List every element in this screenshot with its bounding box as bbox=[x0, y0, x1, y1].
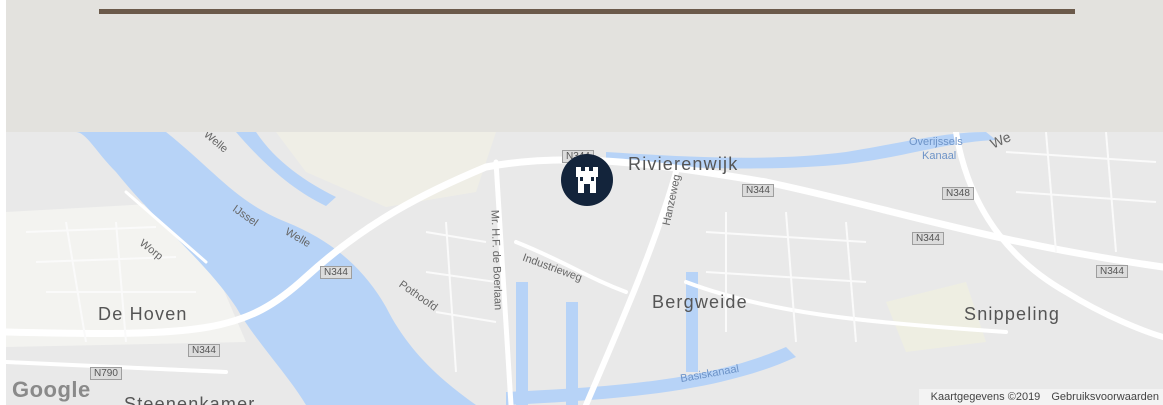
water-kanaal: Kanaal bbox=[922, 150, 957, 162]
terms-link[interactable]: Gebruiksvoorwaarden bbox=[1051, 391, 1159, 403]
harbour-3 bbox=[686, 272, 698, 372]
place-snippeling: Snippeling bbox=[964, 304, 1061, 324]
header-panel bbox=[6, 0, 1163, 132]
road-shield-n348: N348 bbox=[942, 187, 974, 200]
road-shield-n790: N790 bbox=[90, 367, 122, 380]
overijssels-kanaal bbox=[606, 132, 996, 169]
welle-channel bbox=[236, 132, 336, 206]
place-de-hoven: De Hoven bbox=[98, 304, 188, 324]
road-shield-n344: N344 bbox=[912, 232, 944, 245]
harbour-1 bbox=[516, 282, 528, 405]
road-shield-n344: N344 bbox=[1096, 265, 1128, 278]
map-canvas[interactable]: Rivierenwijk De Hoven Bergweide Snippeli… bbox=[6, 132, 1163, 405]
harbour-2 bbox=[566, 302, 578, 405]
place-bergweide: Bergweide bbox=[652, 292, 748, 312]
industrieweg-road bbox=[514, 240, 628, 294]
location-marker[interactable] bbox=[561, 154, 613, 206]
map-data-label: Kaartgegevens ©2019 bbox=[930, 391, 1041, 403]
place-steenenkamer: Steenenkamer bbox=[124, 394, 256, 405]
hanzeweg-road bbox=[583, 169, 679, 405]
worp-road bbox=[124, 190, 208, 264]
header-bar bbox=[99, 9, 1075, 14]
boerlaan-road bbox=[493, 159, 514, 405]
water-overijssels: Overijssels bbox=[909, 136, 963, 148]
local-road-1 bbox=[684, 280, 1008, 334]
basiskanaal bbox=[506, 347, 796, 405]
road-shield-n344: N344 bbox=[188, 344, 220, 357]
castle-icon bbox=[576, 167, 598, 193]
google-logo[interactable]: Google bbox=[12, 377, 91, 402]
park-area bbox=[886, 282, 986, 352]
road-shield-n344: N344 bbox=[742, 184, 774, 197]
place-rivierenwijk: Rivierenwijk bbox=[628, 154, 739, 174]
ijssel-river bbox=[76, 132, 476, 405]
road-shield-n344: N344 bbox=[320, 266, 352, 279]
n348-road bbox=[953, 132, 1163, 340]
map-frame: Rivierenwijk De Hoven Bergweide Snippeli… bbox=[6, 0, 1163, 405]
n344-road bbox=[6, 156, 1163, 337]
map-attribution: Kaartgegevens ©2019 Gebruiksvoorwaarden bbox=[918, 389, 1163, 405]
